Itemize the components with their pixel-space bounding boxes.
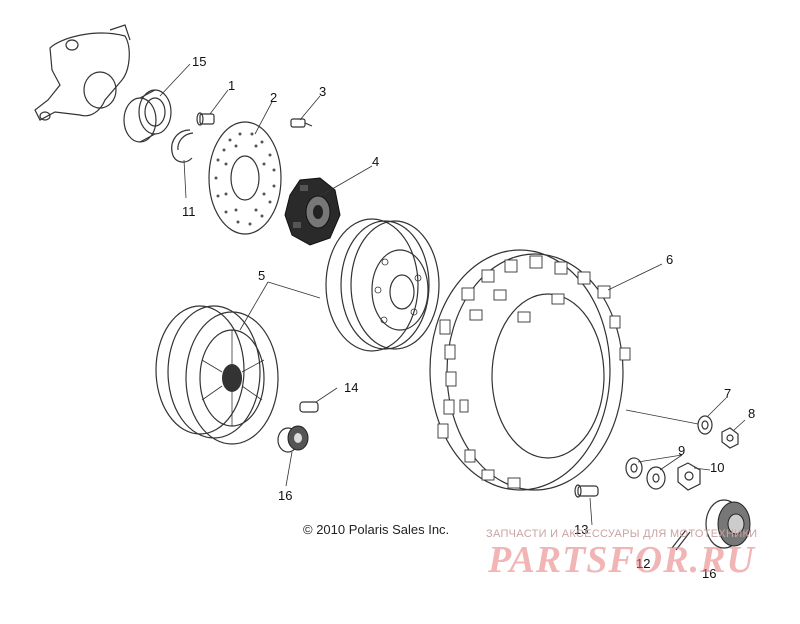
callout-16-right: 16: [702, 566, 716, 581]
washer-9a: [625, 457, 643, 479]
callout-14: 14: [344, 380, 358, 395]
tire-tread-blocks: [437, 255, 631, 489]
watermark-tagline: ЗАПЧАСТИ И АКСЕССУАРЫ ДЛЯ МОТОТЕХНИКИ: [486, 528, 758, 540]
callout-15: 15: [192, 54, 206, 69]
center-cap-right: [705, 499, 751, 549]
callout-9: 9: [678, 443, 685, 458]
callout-11: 11: [182, 204, 196, 219]
tire: [429, 249, 631, 491]
center-cap-left: [277, 425, 309, 453]
callout-12: 12: [636, 556, 650, 571]
leader-lines: [159, 63, 746, 526]
callout-7: 7: [724, 386, 731, 401]
callout-2: 2: [270, 90, 277, 105]
callout-5: 5: [258, 268, 265, 283]
copyright-notice: © 2010 Polaris Sales Inc.: [303, 522, 450, 537]
hub-bolt: [290, 118, 313, 128]
callout-numbers: 1 2 3 4 5 6 7 8 9 10 11 12 13 14 15 16 1…: [182, 54, 755, 581]
steering-knuckle: [34, 24, 131, 121]
callout-13: 13: [574, 522, 588, 537]
cotter-pin: [671, 529, 691, 551]
valve-stem: [299, 401, 319, 413]
callout-6: 6: [666, 252, 673, 267]
washer-7: [697, 415, 713, 435]
callout-3: 3: [319, 84, 326, 99]
callout-4: 4: [372, 154, 379, 169]
rear-wheel-rim: [325, 218, 440, 352]
axle-nut-10: [677, 462, 701, 491]
lug-nut-8: [721, 427, 739, 449]
washer-9b: [646, 466, 666, 490]
callout-1: 1: [228, 78, 235, 93]
callout-8: 8: [748, 406, 755, 421]
stud-13: [574, 484, 599, 498]
brake-disc-vent-holes: [214, 132, 276, 226]
wheel-bearing: [123, 89, 172, 143]
snap-ring: [171, 129, 194, 163]
wheel-hub: [284, 177, 341, 246]
watermark-logo: PARTSFOR.RU: [488, 539, 755, 581]
wheel-stud: [196, 112, 215, 126]
callout-10: 10: [710, 460, 724, 475]
callout-16-left: 16: [278, 488, 292, 503]
brake-disc: [208, 121, 282, 235]
front-wheel-rim: [155, 305, 279, 445]
